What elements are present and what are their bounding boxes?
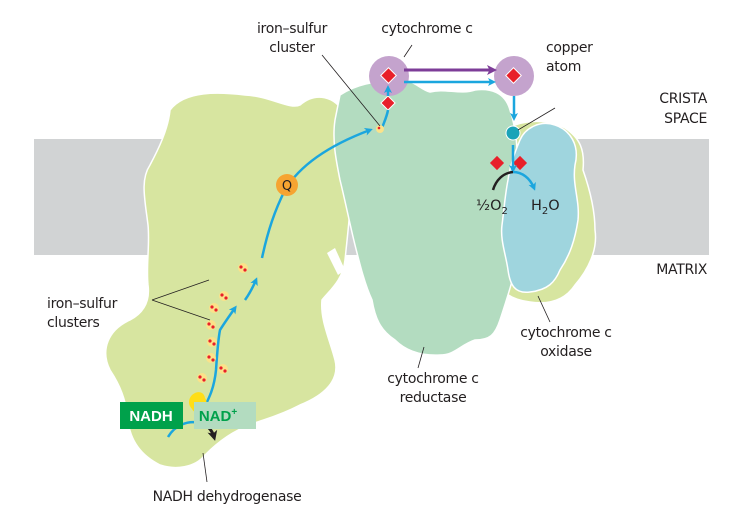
iron-sulfur-cluster-icon xyxy=(209,303,219,313)
iron-sulfur-clusters-label: clusters xyxy=(47,315,100,331)
half-oxygen-label: ½O2 xyxy=(476,198,508,217)
electron-path-lower xyxy=(200,305,237,413)
nadh-box xyxy=(120,402,183,429)
iron-sulfur-cluster-icon xyxy=(206,353,216,363)
cytochrome-c-reductase-complex xyxy=(333,79,518,356)
crista-space-label: CRISTA xyxy=(659,91,707,107)
cytochrome-c-label: cytochrome c xyxy=(381,21,472,37)
oxidase-label: oxidase xyxy=(540,344,592,360)
leader-line xyxy=(417,346,425,369)
quinone xyxy=(276,174,298,196)
crista-space-label: SPACE xyxy=(664,111,707,127)
iron-sulfur-cluster-icon xyxy=(218,364,228,374)
leader-line xyxy=(202,452,208,483)
heme-icon xyxy=(505,67,522,84)
reductase-label: cytochrome c xyxy=(387,371,478,387)
iron-sulfur-cluster-icon xyxy=(206,320,216,330)
iron-sulfur-cluster-icon xyxy=(207,337,217,347)
iron-sulfur-cluster-icon xyxy=(238,263,248,273)
nad-plus-label: NAD+ xyxy=(199,407,238,425)
iron-sulfur-clusters-label: iron–sulfur xyxy=(47,296,118,312)
copper-atom xyxy=(505,125,521,141)
oxygen-reaction-arrow xyxy=(491,170,514,191)
iron-sulfur-cluster-label: cluster xyxy=(269,40,315,56)
leader-line xyxy=(537,295,551,323)
water-label: H2O xyxy=(531,198,560,217)
leader-line xyxy=(151,299,211,321)
copper-atom-label: copper xyxy=(546,40,593,56)
oxidase-label: cytochrome c xyxy=(520,325,611,341)
iron-sulfur-clusters xyxy=(197,263,248,383)
heme-icon xyxy=(489,155,505,171)
iron-sulfur-cluster-label: iron–sulfur xyxy=(257,21,328,37)
membrane-gap xyxy=(327,248,345,275)
leader-line xyxy=(321,54,381,127)
matrix-label: MATRIX xyxy=(656,262,707,278)
iron-sulfur-cluster-icon xyxy=(376,125,384,133)
iron-sulfur-cluster-icon xyxy=(219,291,229,301)
iron-sulfur-cluster-icon xyxy=(197,373,207,383)
heme-icon xyxy=(380,95,396,111)
heme-icon xyxy=(380,67,397,84)
nadh-label: NADH xyxy=(129,408,172,425)
water-arrow xyxy=(512,170,536,191)
reductase-label: reductase xyxy=(400,390,467,406)
nadh-dehydrogenase-label: NADH dehydrogenase xyxy=(153,489,302,505)
copper-atom-label: atom xyxy=(546,59,581,75)
nad-plus-box xyxy=(194,402,256,429)
leader-line xyxy=(517,107,556,131)
electron-path-mid xyxy=(243,277,258,301)
leader-line xyxy=(403,44,413,58)
leader-line xyxy=(151,279,210,301)
quinone-label: Q xyxy=(282,179,292,194)
